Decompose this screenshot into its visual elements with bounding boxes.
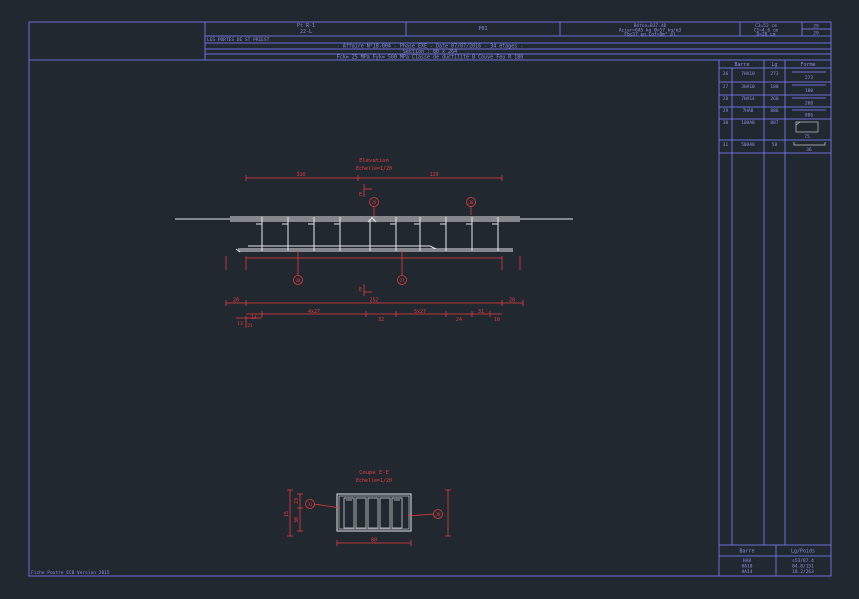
svg-text:29: 29 (723, 108, 729, 114)
bars-header-barre: Barre (734, 62, 749, 68)
svg-text:7HA8: 7HA8 (743, 108, 754, 114)
svg-text:75: 75 (804, 134, 810, 140)
summary-row-bar: HA8 (743, 558, 751, 564)
summary-row-val: s53/87.4 (792, 558, 814, 564)
svg-text:27: 27 (400, 278, 405, 283)
section-title: Coupe E-E (359, 470, 389, 476)
summary-header-lgpoids: Lg/Poids (791, 549, 815, 555)
header-cell4-line1: C3=52 cm (755, 23, 777, 29)
svg-text:260: 260 (770, 96, 778, 102)
dim-row2-a: 4x27 (308, 309, 320, 315)
section-dim-bottom: 80 (371, 538, 377, 544)
section-dim-left-b: 30 (294, 517, 300, 523)
dim-row2-f: 10 (494, 317, 500, 323)
elevation-view: Elévation Echelle=1/20 310 129 E 29 30 (175, 157, 573, 329)
summary-row-val: 18.2/263 (792, 569, 814, 575)
dim-row1-right: 20 (509, 298, 515, 304)
dim-row3-b: 14 (251, 315, 257, 321)
svg-text:10HA8: 10HA8 (741, 120, 755, 126)
bar-marker-28 (293, 275, 303, 285)
dim-top-right: 129 (429, 172, 438, 178)
header-client: LES PORTES DE ST PRIEST (207, 37, 270, 43)
svg-text:7HA10: 7HA10 (741, 71, 755, 77)
svg-text:260: 260 (805, 101, 813, 107)
header-cell3-line1: Béton=B37.48 (634, 22, 667, 29)
svg-text:30: 30 (469, 200, 474, 205)
dim-top-left: 310 (296, 172, 305, 178)
table-row: 29 7HA8 886 886 (723, 108, 826, 119)
svg-text:180: 180 (770, 84, 778, 90)
svg-text:50HA8: 50HA8 (741, 142, 755, 148)
header-cell1-line1: Pt R-1 (297, 23, 315, 29)
svg-text:27: 27 (723, 84, 729, 90)
header-affaire: - Affaire N°18-004 - Phase EXE - Date 07… (337, 43, 524, 50)
svg-text:30: 30 (436, 512, 441, 517)
section-scale: Echelle=1/20 (356, 478, 392, 484)
bars-header-lg: Lg (771, 62, 777, 68)
svg-text:273: 273 (770, 71, 778, 77)
summary-row-bar: HA14 (742, 569, 753, 575)
header-cell4-line2: C1=4.6 cm (754, 28, 779, 34)
summary-table: Barre Lg/Poids HA8 s53/87.4 HA10 84.8/15… (719, 544, 831, 576)
svg-text:31: 31 (308, 502, 313, 507)
summary-row-val: 84.8/151 (792, 564, 814, 570)
elevation-scale: Echelle=1/20 (356, 166, 392, 172)
cut-label-top: E (359, 192, 362, 198)
table-row: 28 7HA14 260 260 (723, 96, 826, 107)
bars-table: Barre Lg Forme 26 7HA10 273 273 27 3HA10… (718, 60, 831, 576)
header-cell2: P01 (478, 26, 487, 32)
dim-row2-c: 5x27 (414, 309, 426, 315)
svg-text:58: 58 (772, 142, 778, 148)
dim-row1-left: 20 (233, 298, 239, 304)
footer-signature: Fiche Poutre ECB Version 2015 (31, 570, 110, 576)
header-cell3-line3: Fbc57 en Cof=8m² pl (624, 32, 676, 38)
elevation-title: Elévation (359, 157, 389, 164)
table-row: 27 3HA10 180 180 (723, 84, 826, 94)
svg-text:3HA10: 3HA10 (741, 84, 755, 90)
section-dim-left-outer: 15 (284, 511, 290, 517)
section-dim-left-a: 23 (294, 498, 300, 504)
svg-text:28: 28 (296, 278, 301, 283)
svg-text:30: 30 (723, 120, 729, 126)
cut-label-bottom: E (359, 287, 362, 293)
svg-text:26: 26 (723, 71, 729, 77)
dim-row3-c: 21 (247, 323, 253, 329)
svg-text:273: 273 (805, 75, 813, 81)
dim-row2-e: 31 (478, 309, 484, 315)
svg-text:180: 180 (805, 88, 813, 94)
dim-row3-a: 13 (237, 321, 243, 327)
header-cell4-line3: D=28 cm (757, 32, 776, 38)
stirrups (256, 217, 499, 251)
svg-text:887: 887 (770, 120, 778, 126)
svg-text:28: 28 (723, 96, 729, 102)
header-section: Section : 80 x 264 (403, 49, 457, 55)
header-cell5-line2: 29 (813, 31, 819, 37)
svg-text:29: 29 (372, 200, 377, 205)
svg-text:31: 31 (723, 142, 729, 148)
summary-header-barre: Barre (739, 549, 754, 555)
bars-header-forme: Forme (800, 62, 815, 68)
header-cell1-line2: 22-L (300, 29, 312, 35)
svg-text:36: 36 (806, 147, 812, 153)
section-view: Coupe E-E Echelle=1/20 31 30 15 23 30 (284, 470, 451, 546)
svg-text:886: 886 (770, 108, 778, 114)
table-row: 31 50HA8 58 36 (723, 142, 826, 153)
bar-marker-27 (397, 275, 407, 285)
table-row: 30 10HA8 887 75 (723, 120, 819, 140)
table-row: 26 7HA10 273 273 (723, 71, 826, 81)
svg-text:7HA14: 7HA14 (741, 96, 755, 102)
drawing-frame (28, 21, 832, 577)
header-cell3-line2: Acier=645 kg Ø=57 kg/m3 (619, 27, 682, 34)
header-cell5-line1: 29 (813, 24, 819, 30)
header-materials: Fck= 25 MPa Fyk= 500 MPa Classe de ducti… (337, 54, 524, 61)
dim-row1-center: 252 (369, 298, 378, 304)
title-block: Pt R-1 22-L P01 Béton=B37.48 Acier=645 k… (29, 22, 831, 61)
dim-row2-b: 32 (378, 317, 384, 323)
summary-row-bar: HA10 (742, 564, 753, 570)
dim-row2-d: 24 (456, 317, 462, 323)
svg-text:886: 886 (805, 113, 813, 119)
